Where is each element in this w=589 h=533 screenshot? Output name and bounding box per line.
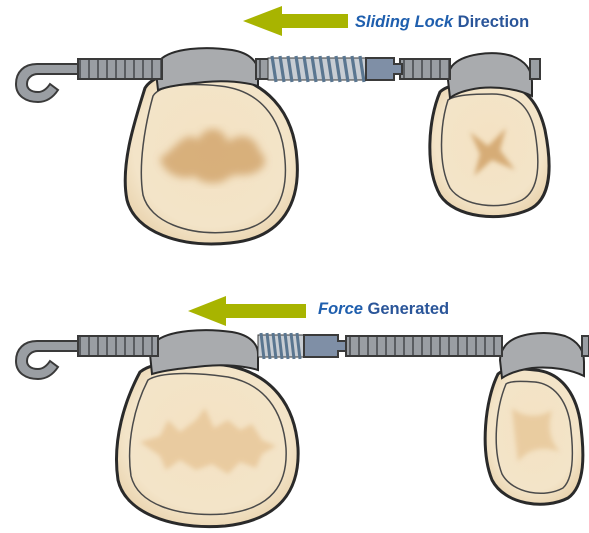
top-panel: Sliding Lock Direction <box>16 6 549 244</box>
molar-tooth <box>125 72 297 244</box>
premolar-tooth <box>485 369 583 504</box>
sliding-lock <box>304 335 346 357</box>
bottom-panel: Force Generated <box>16 296 589 527</box>
sliding-lock <box>366 58 402 80</box>
arrow-left-icon <box>188 296 306 326</box>
top-label: Sliding Lock Direction <box>355 13 529 31</box>
premolar-tooth <box>430 82 549 217</box>
arrow-left-icon <box>243 6 348 36</box>
bottom-label: Force Generated <box>318 300 449 318</box>
coil-spring <box>258 333 304 359</box>
coil-spring <box>268 56 366 82</box>
molar-tooth <box>117 362 299 526</box>
